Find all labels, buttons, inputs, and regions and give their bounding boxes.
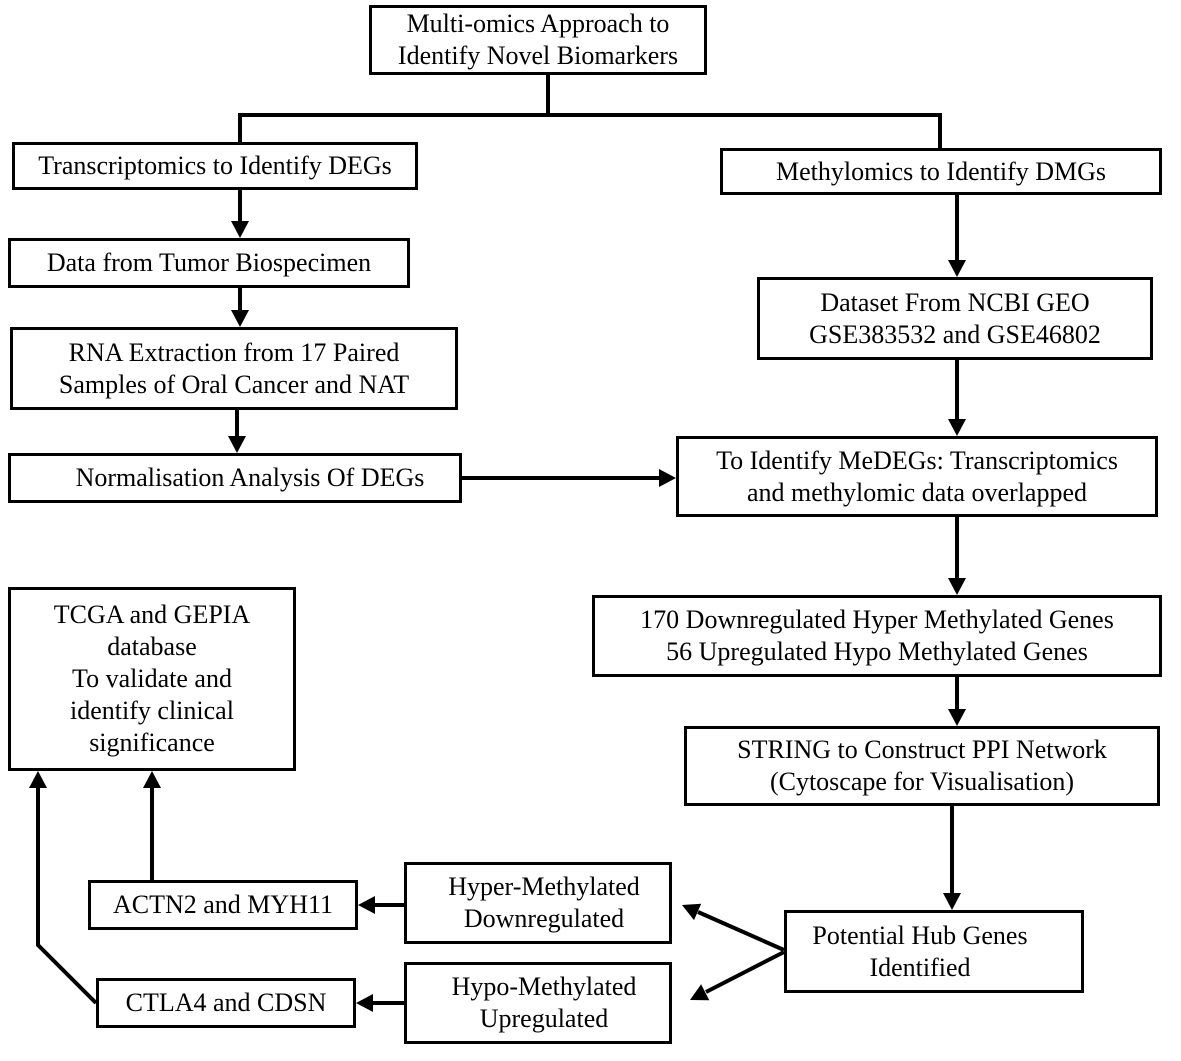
arrow-head: [143, 771, 161, 788]
node-normalisation: Normalisation Analysis Of DEGs: [8, 453, 462, 503]
arrow-hyper-methylated-to-actn2-myh11: [358, 896, 404, 914]
node-label-line: Dataset From NCBI GEO: [820, 287, 1090, 317]
arrow-medegs-to-gene-counts: [948, 517, 966, 595]
arrow-methylomics-to-ncbi-dataset: [948, 195, 966, 277]
node-label-line: identify clinical: [70, 696, 234, 725]
arrow-actn2-myh11-to-validation: [143, 771, 161, 880]
node-label-line: 170 Downregulated Hyper Methylated Genes: [640, 605, 1114, 634]
connector-branch-bar: [238, 113, 942, 148]
arrow-hypo-methylated-to-ctla4-cdsn: [356, 994, 404, 1012]
node-label-line: (Cytoscape for Visualisation): [769, 767, 1075, 796]
node-label-line: STRING to Construct PPI Network: [737, 735, 1107, 764]
arrow-normalisation-to-medegs: [462, 469, 676, 487]
arrow-shaft: [697, 910, 785, 952]
node-methylated-gene-counts: 170 Downregulated Hyper Methylated Genes…: [592, 595, 1162, 677]
node-ncbi-geo-dataset: Dataset From NCBI GEO GSE383532 and GSE4…: [757, 277, 1153, 360]
arrow-head: [659, 469, 676, 487]
node-methylomics: Methylomics to Identify DMGs: [720, 148, 1162, 195]
arrow-head: [948, 709, 966, 726]
arrow-head: [948, 260, 966, 277]
arrow-head: [231, 221, 249, 238]
node-label-line: Identify Novel Biomarkers: [397, 41, 679, 70]
arrow-head: [358, 896, 375, 914]
arrow-head: [231, 310, 249, 327]
node-label-line: Multi-omics Approach to: [406, 9, 670, 38]
node-label-line: Data from Tumor Biospecimen: [46, 248, 372, 277]
arrow-head: [682, 903, 702, 921]
node-label-line: Samples of Oral Cancer and NAT: [58, 369, 410, 399]
node-medegs-overlap: To Identify MeDEGs: Transcriptomics and …: [676, 436, 1158, 517]
node-string-ppi-network: STRING to Construct PPI Network (Cytosca…: [684, 726, 1160, 806]
node-tumor-biospecimen: Data from Tumor Biospecimen: [8, 238, 410, 288]
node-label-line: 56 Upregulated Hypo Methylated Genes: [666, 637, 1088, 666]
node-label-line: Potential Hub Genes: [812, 920, 1028, 950]
arrow-head: [356, 994, 373, 1012]
arrow-head: [948, 419, 966, 436]
arrow-tumor-data-to-rna-extraction: [231, 288, 249, 327]
arrow-hub-genes-to-hyper-methylated: [682, 903, 785, 952]
arrow-head: [948, 578, 966, 595]
arrow-head: [228, 436, 246, 453]
node-label-line: CTLA4 and CDSN: [125, 988, 327, 1017]
node-label-line: Hypo-Methylated: [451, 972, 637, 1001]
node-label-line: TCGA and GEPIA: [53, 600, 251, 629]
node-multi-omics-approach: Multi-omics Approach to Identify Novel B…: [369, 5, 707, 75]
arrow-transcriptomics-to-tumor-data: [231, 190, 249, 238]
node-label-line: GSE383532 and GSE46802: [809, 319, 1101, 349]
node-label-line: Transcriptomics to Identify DEGs: [38, 151, 392, 180]
arrow-hub-genes-to-hypo-methylated: [690, 950, 785, 1001]
node-label-line: Identified: [869, 952, 971, 982]
arrow-gene-counts-to-ppi-network: [948, 677, 966, 726]
arrow-ppi-network-to-hub-genes: [943, 806, 961, 910]
node-potential-hub-genes: Potential Hub Genes Identified: [784, 910, 1084, 993]
node-label-line: RNA Extraction from 17 Paired: [68, 337, 400, 367]
node-label-line: To Identify MeDEGs: Transcriptomics: [716, 445, 1118, 475]
node-ctla4-cdsn: CTLA4 and CDSN: [96, 978, 356, 1028]
node-actn2-myh11: ACTN2 and MYH11: [88, 880, 358, 930]
node-label-line: Normalisation Analysis Of DEGs: [75, 463, 425, 492]
arrow-shaft: [705, 950, 785, 994]
node-label-line: Downregulated: [463, 904, 625, 933]
node-tcga-gepia-validation: TCGA and GEPIA database To validate and …: [8, 587, 296, 771]
arrow-head: [29, 771, 47, 788]
node-label-line: database: [107, 632, 197, 661]
node-label-line: Upregulated: [479, 1004, 609, 1033]
node-label-line: Methylomics to Identify DMGs: [775, 156, 1107, 186]
node-hypo-methylated-upregulated: Hypo-Methylated Upregulated: [404, 962, 672, 1044]
node-label-line: and methylomic data overlapped: [746, 477, 1088, 507]
node-label-line: ACTN2 and MYH11: [112, 890, 334, 919]
arrow-ctla4-cdsn-to-validation: [29, 771, 98, 1005]
node-transcriptomics: Transcriptomics to Identify DEGs: [12, 142, 418, 190]
node-rna-extraction: RNA Extraction from 17 Paired Samples of…: [10, 327, 458, 410]
arrow-head: [943, 893, 961, 910]
node-hyper-methylated-downregulated: Hyper-Methylated Downregulated: [404, 862, 672, 944]
connector-root-branch: [238, 75, 942, 148]
node-label-line: significance: [89, 728, 215, 757]
arrow-head: [690, 984, 710, 1001]
arrow-ncbi-dataset-to-medegs: [948, 360, 966, 436]
node-label-line: Hyper-Methylated: [448, 872, 640, 901]
arrow-rna-extraction-to-normalisation: [228, 410, 246, 453]
arrow-shaft: [36, 786, 98, 1005]
node-label-line: To validate and: [72, 664, 232, 693]
